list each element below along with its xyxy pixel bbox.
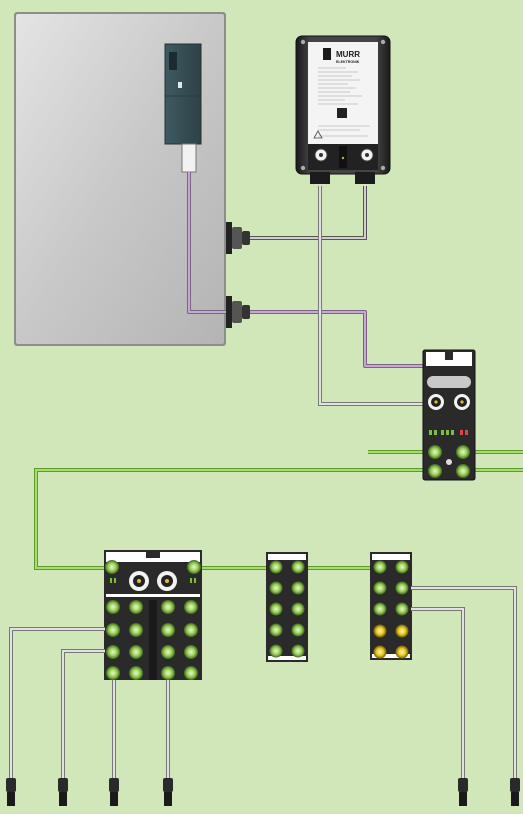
m12-connector-icon bbox=[6, 778, 16, 806]
large-module-ports bbox=[106, 600, 198, 680]
m12-connector-icon bbox=[109, 778, 119, 806]
profibus-cable bbox=[187, 172, 423, 368]
power-cable-supply bbox=[250, 186, 367, 240]
m12-connector-icon bbox=[163, 778, 173, 806]
m12-connector-icon bbox=[58, 778, 68, 806]
m12-connector-icon bbox=[458, 778, 468, 806]
power-supply-label-plate bbox=[308, 42, 378, 144]
ps-output-plug bbox=[310, 172, 330, 184]
plc-module bbox=[164, 43, 202, 173]
bus-cable-green bbox=[34, 450, 523, 570]
sensor-cables bbox=[9, 586, 517, 780]
power-cable-hub bbox=[318, 186, 423, 406]
plc-slot bbox=[169, 52, 177, 70]
power-supply-brand-sub: ELEKTRONIK bbox=[336, 60, 360, 64]
cable-gland-lower bbox=[226, 296, 250, 328]
m12-connector-icon bbox=[510, 778, 520, 806]
plc-connector bbox=[181, 143, 197, 173]
distributor-module-large bbox=[104, 550, 202, 680]
power-supply-brand: MURR bbox=[336, 50, 360, 59]
cable-gland-upper bbox=[226, 222, 250, 254]
ps-output-plug bbox=[355, 172, 375, 184]
cable-gland-icon bbox=[226, 296, 232, 328]
murr-logo-icon bbox=[323, 48, 331, 60]
cable-plugs bbox=[6, 778, 520, 806]
distributor-module-middle bbox=[266, 552, 308, 662]
cable-gland-icon bbox=[226, 222, 232, 254]
distributor-module-right bbox=[370, 552, 412, 660]
plc-led bbox=[178, 82, 182, 88]
gateway-module bbox=[422, 349, 476, 481]
power-supply bbox=[295, 35, 391, 184]
